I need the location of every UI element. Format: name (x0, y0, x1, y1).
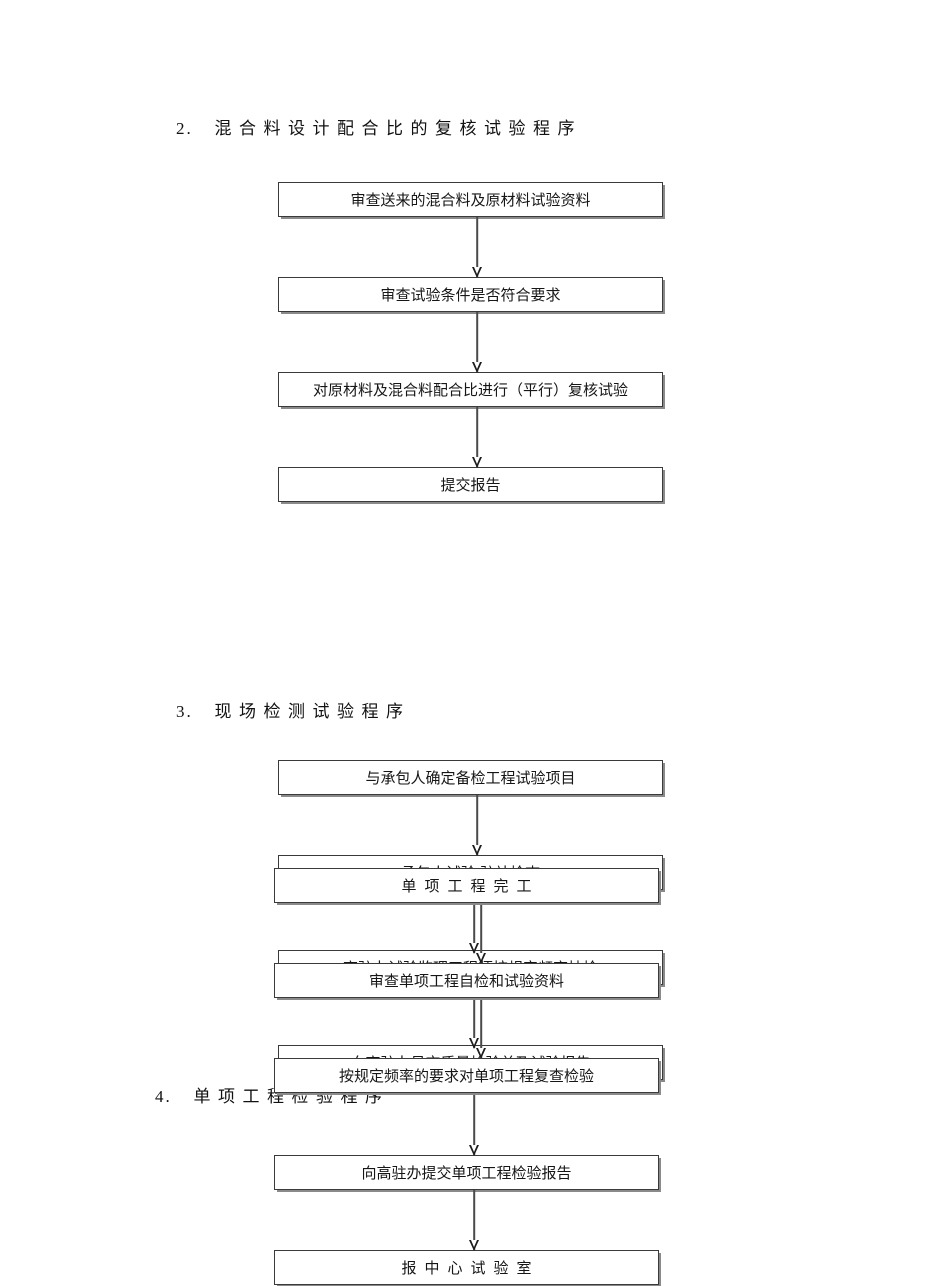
section-3-heading: 3. 现场检测试验程序 (176, 697, 411, 722)
arrow-head-icon (469, 1239, 479, 1251)
section-4-number: 4. (155, 1087, 172, 1106)
flow-box-s4-step-2: 审查单项工程自检和试验资料 (274, 963, 659, 998)
arrow-stem (476, 795, 478, 855)
arrow-stem (473, 1093, 475, 1155)
arrow-head-icon (469, 1144, 479, 1156)
arrow-head-icon (472, 266, 482, 278)
arrow-s3-3-to-4 (467, 985, 481, 1049)
arrow-head-icon (476, 952, 486, 964)
arrow-s4-3-to-4 (467, 1093, 481, 1156)
arrow-stem (473, 985, 475, 1048)
flow-box-s4-step-5: 报中心试验室 (274, 1250, 659, 1285)
arrow-s3-1-to-2 (470, 795, 484, 856)
section-2-title: 混合料设计配合比的复核试验程序 (214, 119, 582, 138)
arrow-head-icon (469, 942, 479, 954)
arrow-stem (473, 1190, 475, 1250)
arrow-head-icon (472, 844, 482, 856)
arrow-s2-2-to-3 (470, 312, 484, 373)
section-2-heading: 2. 混合料设计配合比的复核试验程序 (176, 114, 582, 139)
section-2-number: 2. (176, 119, 193, 138)
arrow-stem (473, 890, 475, 953)
flow-box-s2-step-1: 审查送来的混合料及原材料试验资料 (278, 182, 663, 217)
arrow-s4-4-to-5 (467, 1190, 481, 1251)
flow-box-s4-step-3: 按规定频率的要求对单项工程复查检验 (274, 1058, 659, 1093)
arrow-stem (476, 407, 478, 467)
arrow-head-icon (469, 1037, 479, 1049)
flow-box-s2-step-4: 提交报告 (278, 467, 663, 502)
arrow-head-icon (472, 361, 482, 373)
arrow-stem (476, 312, 478, 372)
section-3-number: 3. (176, 702, 193, 721)
flow-box-s4-step-4: 向高驻办提交单项工程检验报告 (274, 1155, 659, 1190)
arrow-head-icon (472, 456, 482, 468)
arrow-s4-2-to-3 (474, 998, 488, 1059)
arrow-stem (480, 903, 482, 963)
arrow-s3-2-to-3 (467, 890, 481, 954)
section-3-title: 现场检测试验程序 (214, 702, 411, 721)
arrow-head-icon (476, 1047, 486, 1059)
arrow-stem (476, 217, 478, 277)
flow-box-s3-step-1: 与承包人确定备检工程试验项目 (278, 760, 663, 795)
arrow-s2-1-to-2 (470, 217, 484, 278)
arrow-stem (480, 998, 482, 1058)
flow-box-s2-step-3: 对原材料及混合料配合比进行（平行）复核试验 (278, 372, 663, 407)
flow-box-s4-step-1: 单项工程完工 (274, 868, 659, 903)
arrow-s4-1-to-2 (474, 903, 488, 964)
arrow-s2-3-to-4 (470, 407, 484, 468)
flow-box-s2-step-2: 审查试验条件是否符合要求 (278, 277, 663, 312)
